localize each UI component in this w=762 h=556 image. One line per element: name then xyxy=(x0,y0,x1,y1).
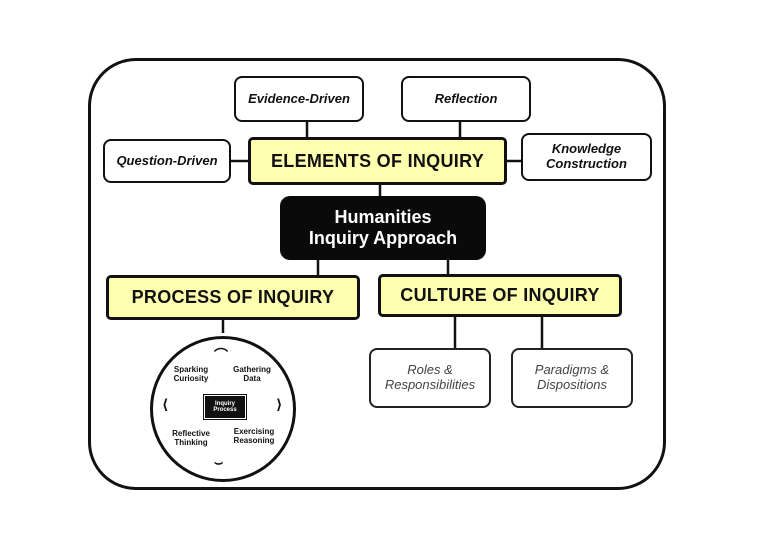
evidence-driven-box: Evidence-Driven xyxy=(234,76,364,122)
paradigms-dispositions-box: Paradigms & Dispositions xyxy=(511,348,633,408)
cycle-arrow-top-icon: ⌒ xyxy=(214,348,228,364)
cycle-step-gathering-data: Gathering Data xyxy=(233,365,271,383)
elements-of-inquiry-box: ELEMENTS OF INQUIRY xyxy=(248,137,507,185)
core-title-line2: Inquiry Approach xyxy=(308,228,458,248)
cycle-step-reflective-thinking: Reflective Thinking xyxy=(172,429,210,447)
cycle-step-exercising-reasoning: Exercising Reasoning xyxy=(233,427,275,445)
core-title-line1: Humanities xyxy=(334,207,432,228)
question-driven-box: Question-Driven xyxy=(103,139,231,183)
inquiry-process-center: Inquiry Process xyxy=(203,394,247,420)
cycle-step-sparking-curiosity: Sparking Curiosity xyxy=(173,365,209,383)
cycle-arrow-left-icon: ⟨ xyxy=(162,397,169,413)
cycle-arrow-bottom-icon: ⌣ xyxy=(214,455,224,471)
cycle-arrow-right-icon: ⟩ xyxy=(276,397,283,413)
process-of-inquiry-box: PROCESS OF INQUIRY xyxy=(106,275,360,320)
reflection-box: Reflection xyxy=(401,76,531,122)
roles-responsibilities-box: Roles & Responsibilities xyxy=(369,348,491,408)
culture-of-inquiry-box: CULTURE OF INQUIRY xyxy=(378,274,622,317)
knowledge-construction-box: Knowledge Construction xyxy=(521,133,652,181)
humanities-inquiry-approach-box: Humanities Inquiry Approach xyxy=(280,196,486,260)
